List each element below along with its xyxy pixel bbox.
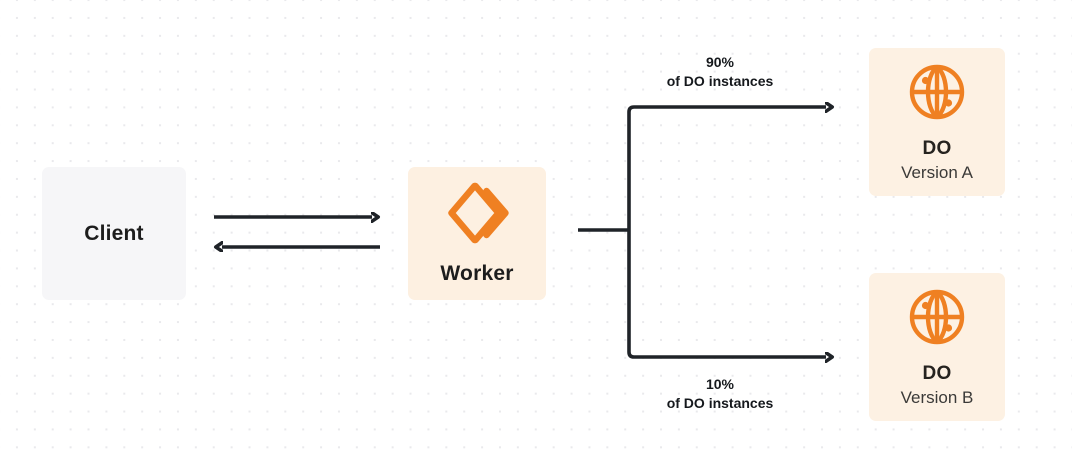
globe-icon xyxy=(907,287,967,347)
do-a-subtitle: Version A xyxy=(901,162,973,182)
branch-to-do-b xyxy=(627,230,826,357)
cloudflare-workers-icon xyxy=(444,182,510,244)
label-top-percent: 90% xyxy=(705,54,735,70)
do-a-title: DO xyxy=(922,137,952,159)
globe-icon xyxy=(907,62,967,122)
label-bottom-caption: of DO instances xyxy=(666,395,774,411)
branch-to-do-a xyxy=(627,107,826,230)
do-b-subtitle: Version B xyxy=(900,387,974,407)
node-worker[interactable]: Worker xyxy=(408,167,546,300)
node-client[interactable]: Client xyxy=(42,167,186,300)
client-label: Client xyxy=(84,221,144,245)
worker-label: Worker xyxy=(440,261,514,285)
node-do-version-b[interactable]: DO Version B xyxy=(869,273,1005,421)
label-top-branch: 90% of DO instances xyxy=(613,53,827,91)
label-top-caption: of DO instances xyxy=(666,73,774,89)
label-bottom-branch: 10% of DO instances xyxy=(613,375,827,413)
label-bottom-percent: 10% xyxy=(705,376,735,392)
do-b-title: DO xyxy=(922,362,952,384)
node-do-version-a[interactable]: DO Version A xyxy=(869,48,1005,196)
